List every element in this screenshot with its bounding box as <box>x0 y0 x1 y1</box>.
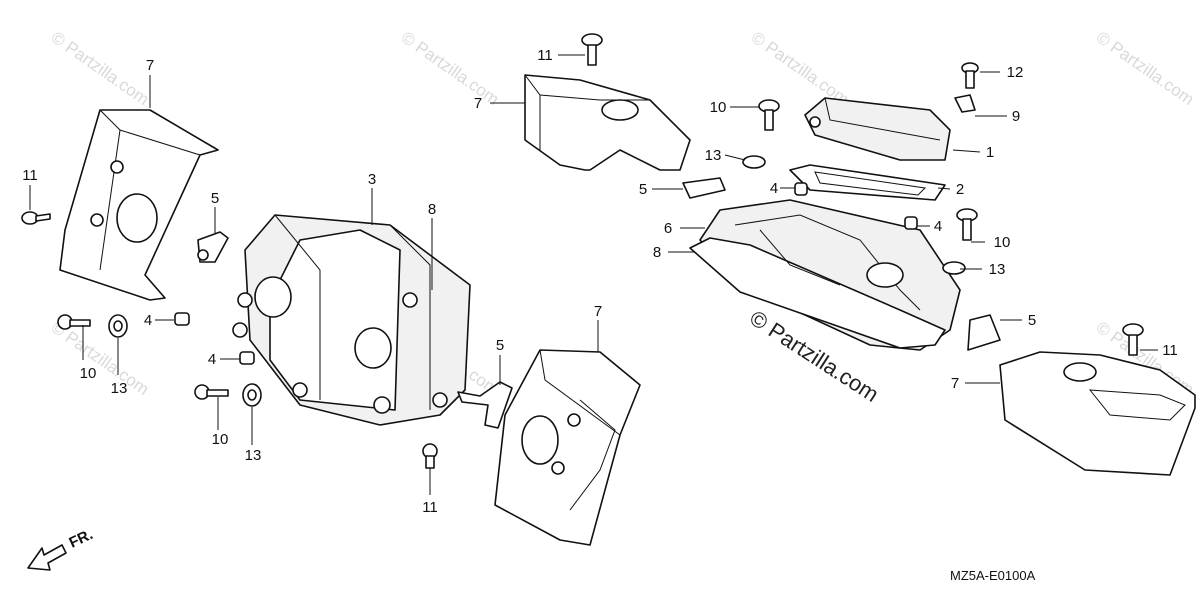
callout-4: 4 <box>934 218 942 235</box>
watermark-tile: © Partzilla.com <box>398 28 503 109</box>
callout-11: 11 <box>22 167 38 184</box>
callouts: 7 11 5 3 8 4 4 10 13 10 13 11 5 7 7 11 1… <box>22 47 1178 516</box>
part-heat-guard-top <box>524 74 691 171</box>
watermark-tile: © Partzilla.com <box>1093 28 1198 109</box>
callout-13: 13 <box>989 261 1006 278</box>
callout-3: 3 <box>368 171 376 188</box>
part-cap-center <box>457 381 513 429</box>
watermark-tile: © Partzilla.com <box>48 318 153 399</box>
callout-5: 5 <box>1028 312 1036 329</box>
part-cap-left <box>197 231 229 263</box>
watermark-tile: © Partzilla.com <box>48 28 153 109</box>
callout-2: 2 <box>956 181 964 198</box>
callout-10: 10 <box>994 234 1011 251</box>
front-direction-label: FR. <box>67 526 96 552</box>
callout-1: 1 <box>986 144 994 161</box>
callout-11: 11 <box>1162 342 1178 359</box>
callout-10: 10 <box>80 365 97 382</box>
part-head-cover-rear <box>689 199 961 351</box>
callout-13: 13 <box>111 380 128 397</box>
part-bolt-top <box>581 33 603 66</box>
watermark-tiles: © Partzilla.com © Partzilla.com © Partzi… <box>48 28 1198 399</box>
callout-9: 9 <box>1012 108 1020 125</box>
callout-10: 10 <box>212 431 229 448</box>
part-fasteners-right <box>682 62 1144 356</box>
callout-13: 13 <box>245 447 262 464</box>
callout-11: 11 <box>422 499 438 516</box>
front-direction-arrow: FR. <box>27 526 96 571</box>
part-heat-guard-right <box>999 351 1196 476</box>
callout-6: 6 <box>664 220 672 237</box>
callout-4: 4 <box>208 351 216 368</box>
watermark-tile: © Partzilla.com <box>748 28 853 109</box>
part-gasket-2 <box>789 164 946 201</box>
leader-lines <box>29 54 1158 495</box>
part-fasteners-left <box>57 312 438 469</box>
callout-7: 7 <box>146 57 154 74</box>
callout-7: 7 <box>594 303 602 320</box>
callout-5: 5 <box>639 181 647 198</box>
callout-12: 12 <box>1007 64 1024 81</box>
callout-4: 4 <box>144 312 152 329</box>
callout-4: 4 <box>770 180 778 197</box>
callout-7: 7 <box>474 95 482 112</box>
callout-5: 5 <box>211 190 219 207</box>
callout-7: 7 <box>951 375 959 392</box>
diagram-code: MZ5A-E0100A <box>950 568 1036 583</box>
callout-13: 13 <box>705 147 722 164</box>
callout-10: 10 <box>710 99 727 116</box>
part-heat-guard-left <box>59 109 219 301</box>
callout-11: 11 <box>537 47 553 64</box>
part-head-cover-front <box>232 214 471 426</box>
callout-8: 8 <box>653 244 661 261</box>
callout-5: 5 <box>496 337 504 354</box>
part-heat-guard-center <box>494 349 641 546</box>
part-cover-1 <box>804 97 951 161</box>
callout-8: 8 <box>428 201 436 218</box>
part-bolt-left <box>21 211 51 225</box>
